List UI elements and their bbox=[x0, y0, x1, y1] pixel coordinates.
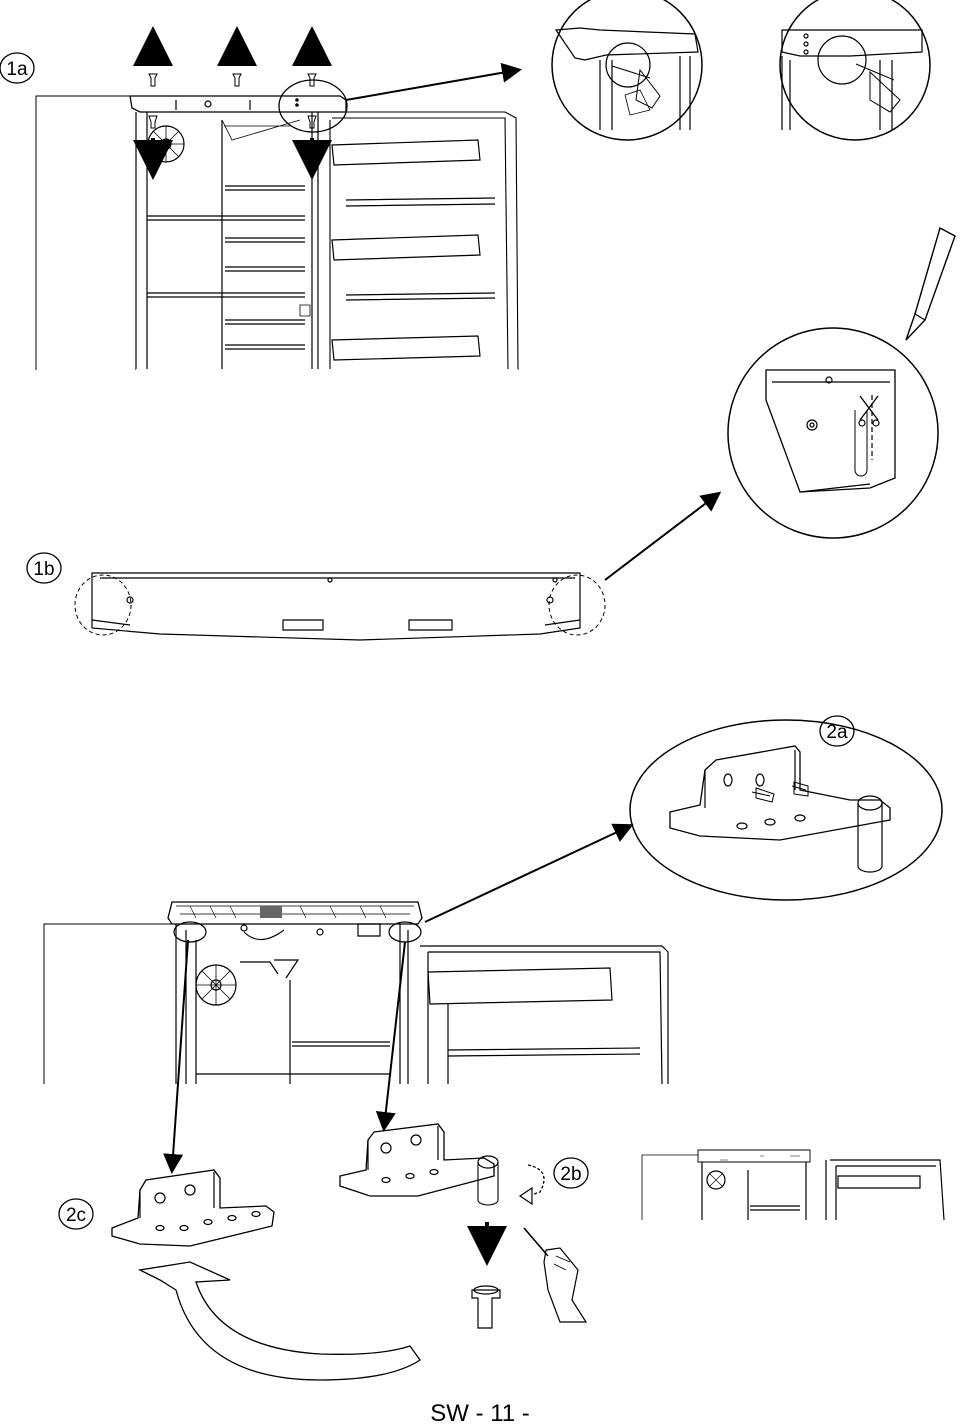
up-arrow-icon bbox=[217, 26, 257, 86]
step-1a-label: 1a bbox=[6, 59, 28, 80]
step-2b-label-group: 2b bbox=[554, 1158, 588, 1188]
step-2a-label: 2a bbox=[826, 722, 848, 743]
down-arrow-icon bbox=[292, 116, 332, 180]
knife-icon bbox=[906, 228, 955, 340]
scissors-icon bbox=[859, 396, 879, 426]
step-2b-label: 2b bbox=[560, 1164, 581, 1185]
hinge-pin bbox=[472, 1286, 500, 1328]
up-arrow-icon bbox=[292, 26, 332, 86]
up-arrow-icon bbox=[133, 26, 173, 86]
detail-zoom-screwdriver-1 bbox=[552, 0, 702, 140]
detail-zoom-screwdriver-2 bbox=[780, 0, 930, 140]
step-2c-label-group: 2c bbox=[59, 1199, 93, 1229]
top-cover-panel bbox=[75, 491, 722, 640]
hinge-bracket-right bbox=[340, 1124, 498, 1205]
step-1b-label: 1b bbox=[33, 559, 54, 580]
curved-swap-arrow-icon bbox=[140, 1262, 420, 1380]
step-2a-label-group: 2a bbox=[820, 716, 854, 746]
hinge-detail-zoom bbox=[425, 720, 942, 922]
step-2c-label: 2c bbox=[66, 1205, 86, 1226]
page-footer: SW - 11 - bbox=[430, 1400, 530, 1427]
fridge-top-hinge-view bbox=[44, 902, 668, 1084]
step-1b-label-group: 1b bbox=[27, 553, 61, 583]
cut-detail-zoom bbox=[728, 328, 938, 538]
step-1a-label-group: 1a bbox=[0, 53, 34, 83]
screw-removal-arrows bbox=[133, 26, 522, 180]
hinge-bracket-left bbox=[112, 1170, 274, 1246]
fridge-thumbnail bbox=[642, 1150, 944, 1220]
down-arrow-icon bbox=[133, 116, 173, 180]
fan-icon bbox=[196, 965, 236, 1005]
rotate-arrow-icon bbox=[520, 1165, 544, 1204]
screwdriver-hand-icon bbox=[524, 1228, 586, 1322]
fridge-top-open-view bbox=[36, 96, 518, 370]
